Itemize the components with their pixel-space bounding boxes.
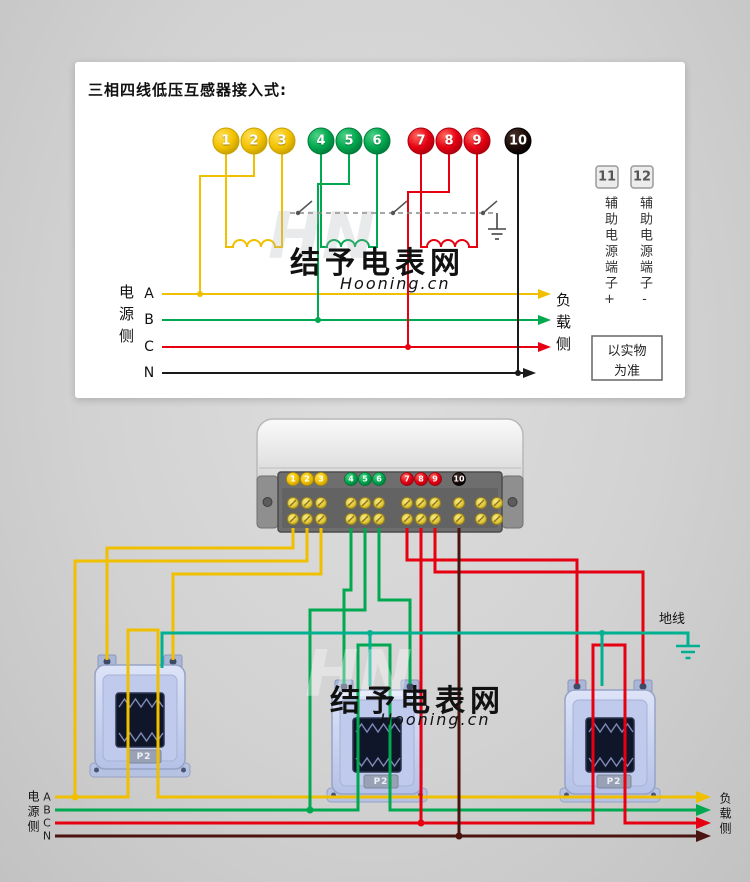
meter-terminal-5	[358, 472, 372, 486]
arrow-load-b	[696, 804, 711, 816]
schematic-terminal-4	[307, 127, 335, 155]
phase-a-wires	[55, 528, 696, 799]
phase-a-label-bottom: A	[43, 790, 51, 804]
aux-plus-label: 辅助电源端子+	[602, 196, 617, 310]
ground-wires	[160, 631, 690, 686]
ct-coil-3	[420, 154, 478, 248]
meter-terminal-label-1: 1	[290, 474, 296, 484]
schematic-ground-symbol	[488, 213, 506, 240]
meter-terminal-4	[344, 472, 358, 486]
schematic-terminal-label-4: 4	[316, 133, 326, 149]
meter-terminal-3	[314, 472, 328, 486]
load-side-label: 负载侧	[554, 292, 572, 358]
note-box	[591, 335, 663, 381]
schematic-terminal-label-8: 8	[444, 133, 454, 149]
schematic-terminal-label-6: 6	[372, 133, 382, 149]
phase-c-label-bottom: C	[43, 816, 51, 830]
schematic-wiring	[162, 154, 551, 378]
aux-minus-label: 辅助电源端子-	[637, 196, 652, 310]
phase-b-label-bottom: B	[43, 803, 51, 817]
schematic-terminal-label-1: 1	[221, 133, 231, 149]
link-switches	[297, 200, 498, 214]
meter-terminal-label-4: 4	[348, 474, 354, 484]
meter-terminal-10	[452, 472, 466, 486]
meter-terminal-label-8: 8	[418, 474, 424, 484]
arrow-load-c	[696, 817, 711, 829]
ct-coil-2	[320, 154, 378, 248]
meter-terminal-label-9: 9	[432, 474, 438, 484]
ground-symbol	[676, 644, 700, 660]
terminal-markers	[286, 472, 466, 486]
meter-terminal-9	[428, 472, 442, 486]
ct-coil-1	[225, 154, 283, 248]
schematic-terminal-9	[463, 127, 491, 155]
neutral-label-bottom: N	[42, 829, 52, 843]
schematic-terminal-3	[268, 127, 296, 155]
meter-terminal-label-6: 6	[376, 474, 382, 484]
power-wiring	[55, 528, 711, 842]
meter-terminal-label-7: 7	[404, 474, 410, 484]
ct3-p2-label: P2	[606, 777, 622, 787]
schematic-terminal-10	[504, 127, 532, 155]
meter-terminal-1	[286, 472, 300, 486]
schematic-terminals	[212, 127, 532, 155]
arrow-phase-c	[538, 342, 551, 352]
schematic-terminal-label-10: 10	[508, 133, 528, 149]
schematic-title: 三相四线低压互感器接入式:	[88, 81, 287, 99]
ct2-p2-label: P2	[373, 777, 389, 787]
schematic-terminal-label-5: 5	[344, 133, 354, 149]
schematic-terminal-6	[363, 127, 391, 155]
load-side-label-bottom: 负载侧	[718, 792, 732, 837]
power-side-label: 电源侧	[117, 284, 135, 350]
schematic-terminal-label-9: 9	[472, 133, 482, 149]
arrow-load-n	[696, 830, 711, 842]
aux-terminal-12-label: 12	[632, 169, 652, 185]
schematic-terminal-8	[435, 127, 463, 155]
arrow-phase-b	[538, 315, 551, 325]
ct1-p2-label: P2	[136, 752, 152, 762]
neutral-label: N	[143, 365, 155, 381]
phase-c-wires	[55, 528, 696, 825]
aux-terminal-11-label: 11	[597, 169, 617, 185]
power-side-label-bottom: 电源侧	[26, 790, 40, 835]
aux-terminal-12-box	[630, 165, 654, 189]
schematic-terminal-2	[240, 127, 268, 155]
meter-terminal-6	[372, 472, 386, 486]
phase-a-label: A	[144, 286, 154, 302]
meter-terminal-8	[414, 472, 428, 486]
meter	[256, 418, 524, 533]
meter-terminal-label-3: 3	[318, 474, 324, 484]
schematic-panel	[75, 62, 685, 398]
schematic-terminal-label-2: 2	[249, 133, 259, 149]
schematic-terminal-7	[407, 127, 435, 155]
meter-terminal-2	[300, 472, 314, 486]
arrow-load-a	[696, 791, 711, 803]
arrow-phase-a	[538, 289, 551, 299]
aux-terminal-11-box	[595, 165, 619, 189]
ground-wire-label: 地线	[659, 612, 686, 627]
arrow-neutral	[523, 368, 536, 378]
note-text: 以实物为准	[607, 344, 647, 379]
schematic-terminal-5	[335, 127, 363, 155]
schematic-terminal-1	[212, 127, 240, 155]
schematic-terminal-label-3: 3	[277, 133, 287, 149]
meter-terminal-label-10: 10	[453, 474, 465, 484]
meter-terminal-7	[400, 472, 414, 486]
meter-terminal-label-2: 2	[304, 474, 310, 484]
neutral-wires	[55, 528, 696, 838]
meter-terminal-label-5: 5	[362, 474, 368, 484]
phase-b-label: B	[144, 312, 154, 328]
schematic-terminal-label-7: 7	[416, 133, 426, 149]
aux-terminals	[591, 165, 663, 381]
phase-c-label: C	[144, 339, 154, 355]
